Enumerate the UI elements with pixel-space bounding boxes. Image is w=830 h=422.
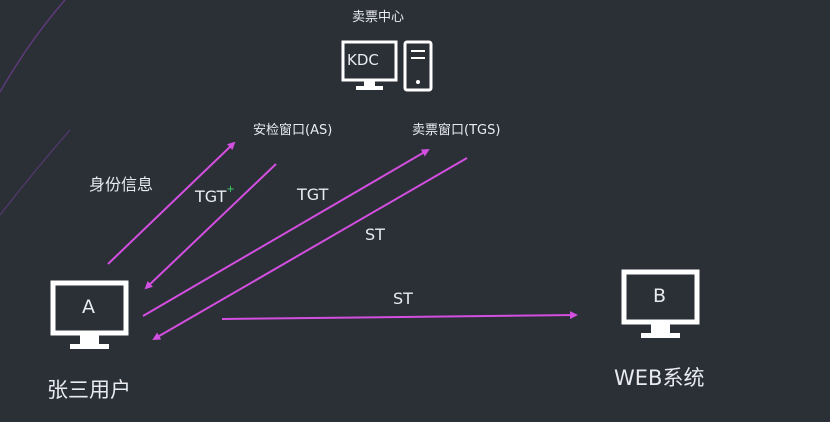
decor-curve: [0, 129, 71, 216]
decor-curve: [0, 0, 66, 93]
tgt-plus-text: TGT: [195, 187, 227, 206]
arrow-tgt-plus-to-user: [144, 163, 277, 290]
user-label: 张三用户: [47, 378, 131, 402]
tgs-window-label: 卖票窗口(TGS): [412, 123, 501, 138]
arrow-tgt-to-tgs: [142, 148, 430, 317]
tgt-plus-mark: +: [226, 184, 235, 195]
arrow-st-to-web: [221, 311, 578, 320]
web-screen-letter: B: [653, 285, 667, 307]
kdc-monitor-icon: [341, 40, 398, 90]
user-a-monitor-icon: [50, 280, 129, 349]
st-to-web-label: ST: [393, 289, 413, 308]
web-system-label: WEB系统: [614, 366, 705, 390]
st-from-tgs-label: ST: [365, 225, 385, 244]
kdc-server-icon: [403, 40, 433, 92]
arrow-st-to-user: [152, 157, 468, 341]
user-screen-letter: A: [82, 296, 95, 318]
tgt-label: TGT: [297, 185, 329, 204]
web-b-monitor-icon: [621, 269, 700, 338]
kdc-screen-text: KDC: [347, 51, 379, 69]
kdc-title: 卖票中心: [352, 10, 405, 25]
tgt-plus-label: TGT+: [195, 185, 235, 206]
identity-info-label: 身份信息: [89, 175, 154, 194]
arrow-identity-to-as: [107, 141, 236, 265]
as-window-label: 安检窗口(AS): [253, 123, 333, 138]
